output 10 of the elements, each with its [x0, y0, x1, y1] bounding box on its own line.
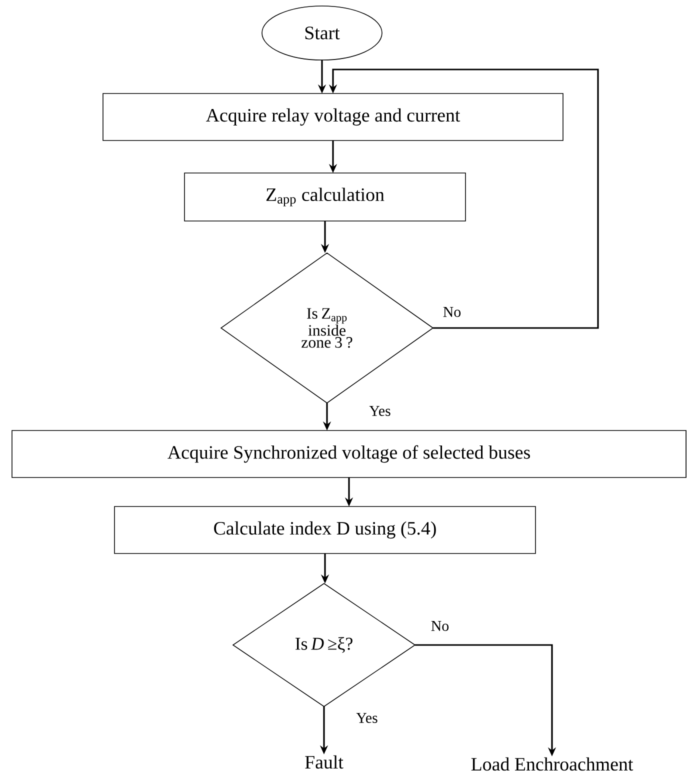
edge-label: Yes: [355, 712, 379, 724]
outcome-text: Fault: [305, 755, 344, 769]
outcome-text: Load Enchroachment: [471, 757, 634, 771]
edge-label: No: [430, 620, 450, 632]
edge-label: Yes: [368, 405, 392, 417]
process-box: Acquire Synchronized voltage of selected buses: [12, 430, 686, 478]
edge-label: No: [442, 306, 462, 318]
process-box: Z$_{app}$ calculation: [184, 172, 466, 222]
process-box: Acquire relay voltage and current: [102, 93, 564, 141]
process-box: Calculate index D using (5.4): [114, 506, 536, 554]
